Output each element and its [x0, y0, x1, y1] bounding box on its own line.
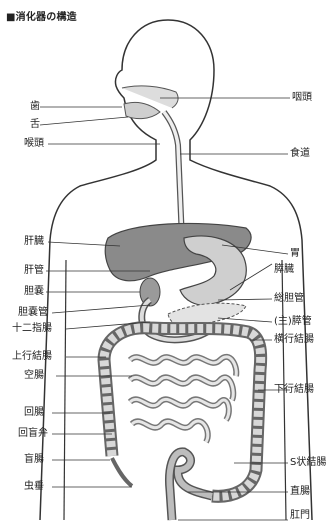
label-pharynx-right: 咽頭	[292, 92, 312, 104]
label-pharynx-left: 喉頭	[24, 138, 44, 150]
label-rectum: 直腸	[290, 486, 310, 498]
label-main-pancreatic-duct: (主)膵管	[274, 316, 312, 328]
label-teeth: 歯	[30, 101, 40, 113]
label-ileocecal-valve: 回盲弁	[18, 428, 48, 440]
label-ileum: 回腸	[24, 407, 44, 419]
label-common-bile-duct: 総胆管	[274, 293, 304, 305]
label-tongue: 舌	[30, 119, 40, 131]
label-transverse-colon: 横行結腸	[274, 334, 314, 346]
arm-inner-left	[64, 260, 66, 520]
label-anus: 肛門	[290, 510, 310, 522]
small-intestine	[130, 357, 236, 442]
label-jejunum: 空腸	[24, 370, 44, 382]
label-duodenum: 十二指腸	[12, 323, 52, 335]
label-stomach: 胃	[290, 248, 300, 260]
label-descending-colon: 下行結腸	[274, 384, 314, 396]
label-appendix: 虫垂	[24, 481, 44, 493]
appendix-shape	[112, 458, 132, 486]
label-ascending-colon: 上行結腸	[12, 351, 52, 363]
label-liver: 肝臓	[24, 236, 44, 248]
label-sigmoid-colon: S状結腸	[290, 457, 326, 469]
diagram-title: ■消化器の構造	[6, 8, 77, 23]
oral-cavity	[124, 102, 160, 118]
label-gallbladder: 胆嚢	[24, 286, 44, 298]
label-esophagus: 食道	[290, 148, 310, 160]
label-cecum: 盲腸	[24, 454, 44, 466]
label-hepatic-duct: 肝管	[24, 265, 44, 277]
label-cystic-duct: 胆嚢管	[18, 307, 48, 319]
label-pancreas: 膵臓	[274, 264, 294, 276]
